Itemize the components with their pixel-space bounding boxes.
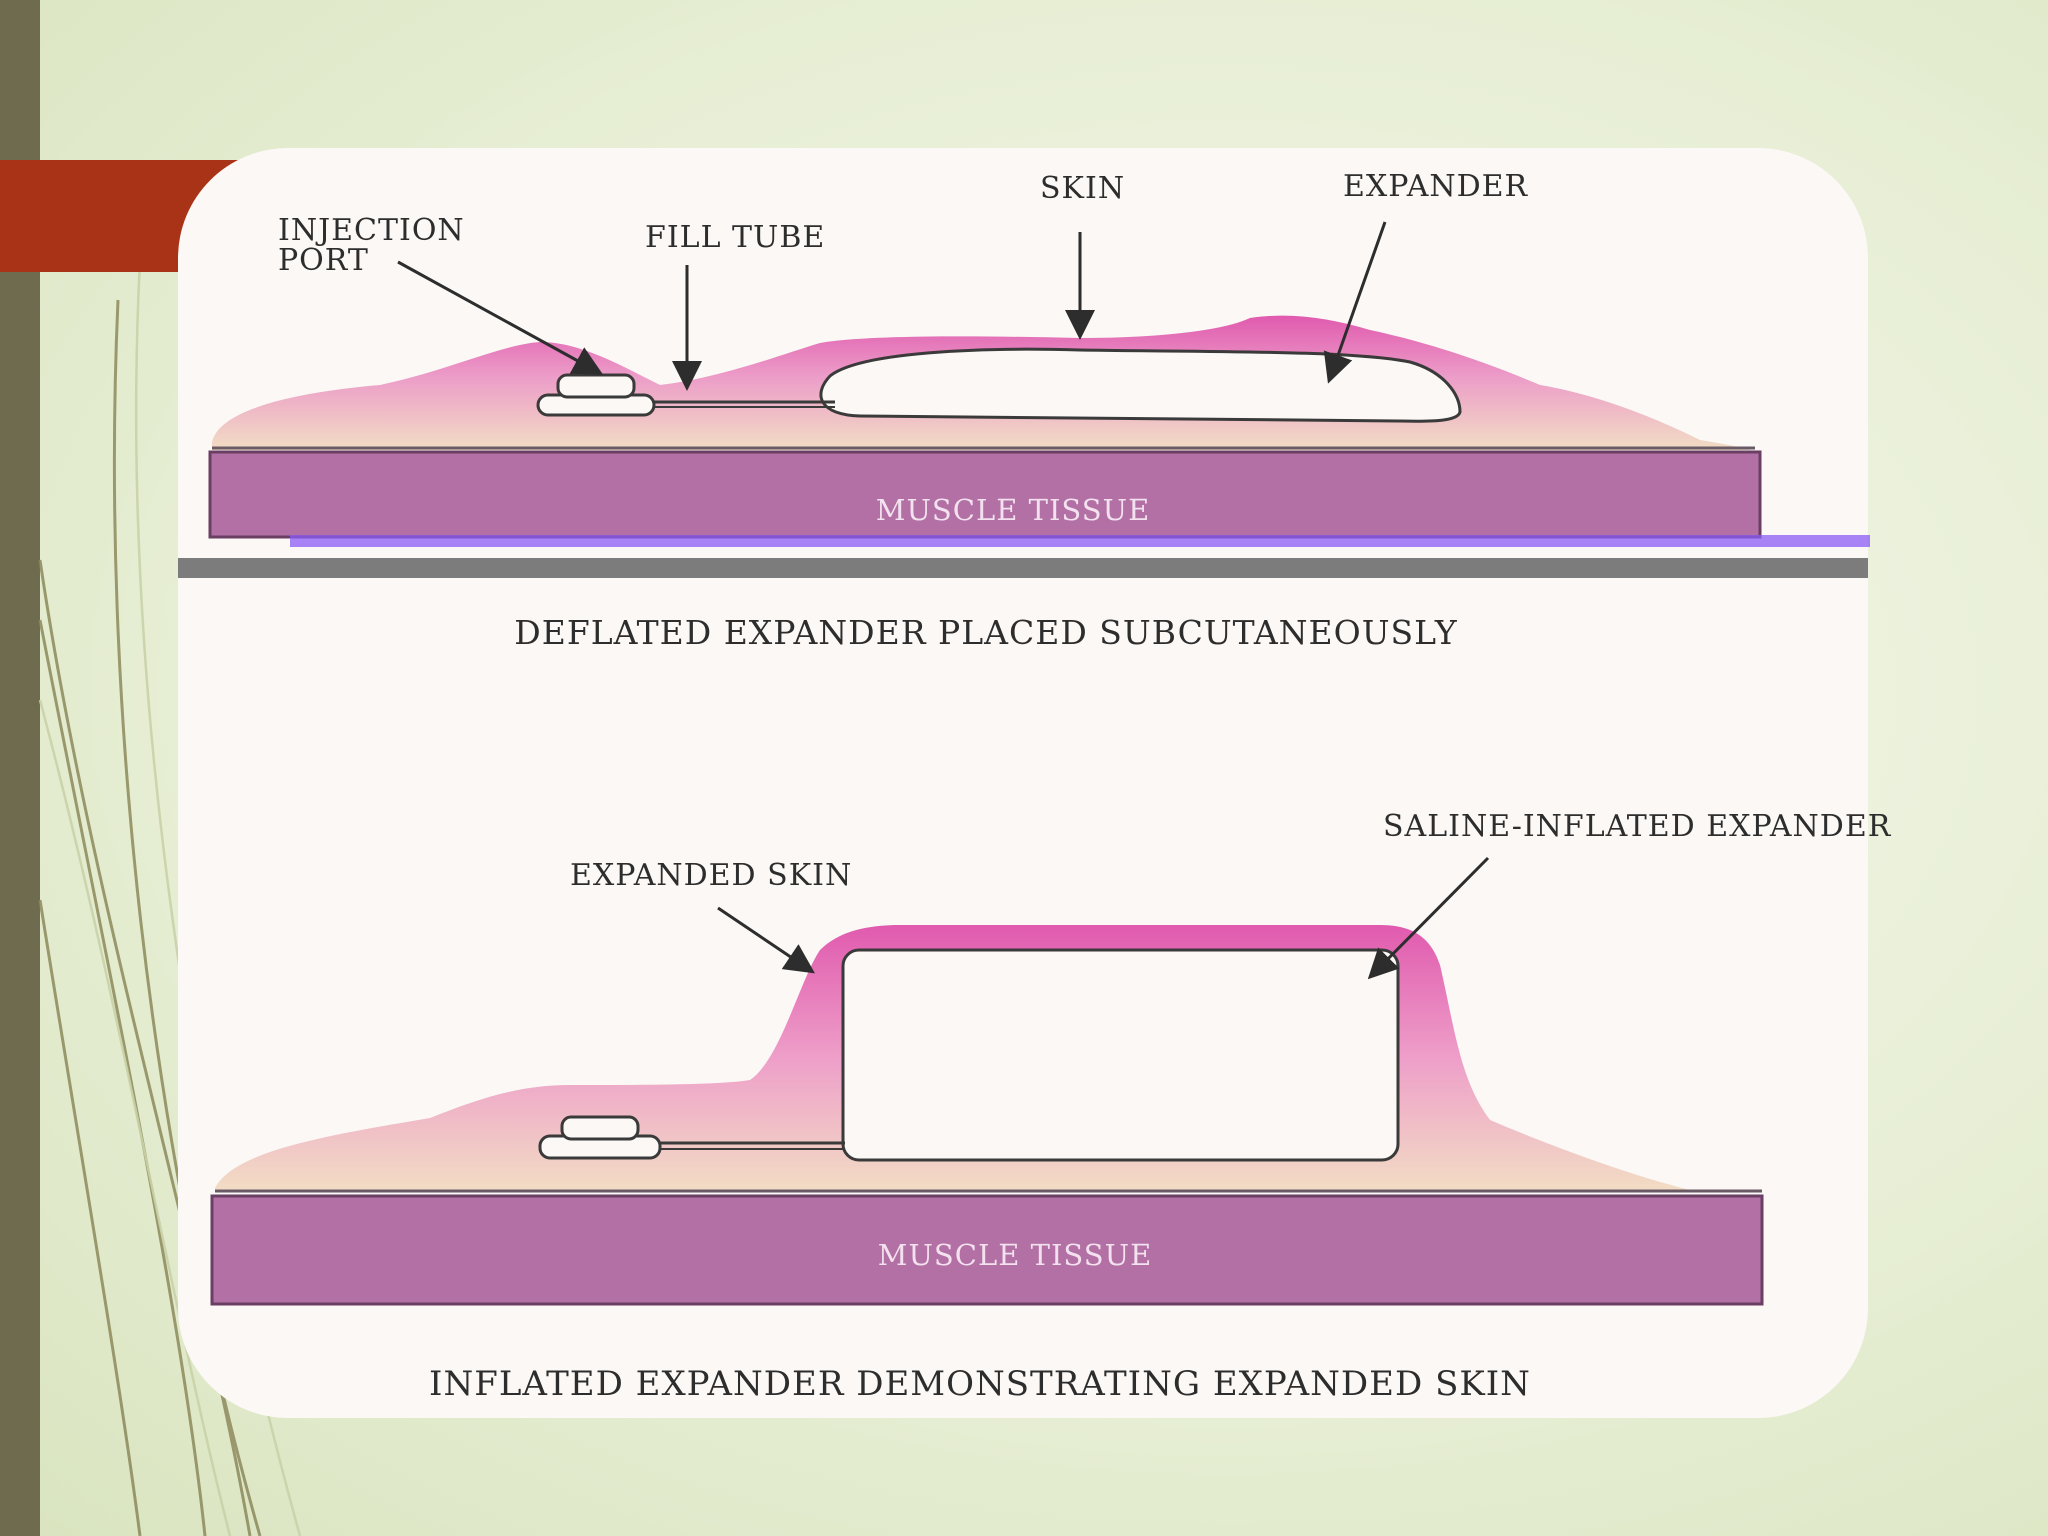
muscle-tissue-bottom xyxy=(210,1194,1764,1306)
injection-port-arrow xyxy=(397,260,604,375)
top-panel-caption: DEFLATED EXPANDER PLACED SUBCUTANEOUSLY xyxy=(514,613,1458,652)
bottom-panel-caption: INFLATED EXPANDER DEMONSTRATING EXPANDED… xyxy=(429,1364,1531,1404)
injection-port-bottom-top xyxy=(560,1115,640,1141)
expander-deflated xyxy=(819,347,1462,423)
saline-expander-arrow xyxy=(1367,856,1490,980)
expanded-skin-arrow xyxy=(717,906,815,974)
skin-label: SKIN xyxy=(1040,171,1125,206)
muscle-tissue-top xyxy=(208,450,1762,539)
injection-port-top xyxy=(556,373,636,399)
top-panel: MUSCLE TISSUE INJECTION PORT FILL TUBE S… xyxy=(178,169,1870,652)
injection-port-label-line2: PORT xyxy=(278,243,369,278)
bottom-panel: MUSCLE TISSUE EXPANDED SKIN SALINE-INFLA… xyxy=(210,809,1892,1404)
expander-arrow xyxy=(1323,221,1387,384)
muscle-tissue-label-bottom: MUSCLE TISSUE xyxy=(878,1238,1152,1272)
injection-port-label-line1: INJECTION xyxy=(278,213,465,248)
expanded-skin-label: EXPANDED SKIN xyxy=(570,858,852,893)
fill-tube-label: FILL TUBE xyxy=(645,220,825,255)
saline-expander-label: SALINE-INFLATED EXPANDER xyxy=(1383,809,1892,844)
saline-inflated-expander xyxy=(841,948,1400,1162)
expander-label: EXPANDER xyxy=(1343,169,1529,204)
muscle-tissue-label-top: MUSCLE TISSUE xyxy=(876,493,1150,527)
panel-divider xyxy=(178,558,1868,578)
